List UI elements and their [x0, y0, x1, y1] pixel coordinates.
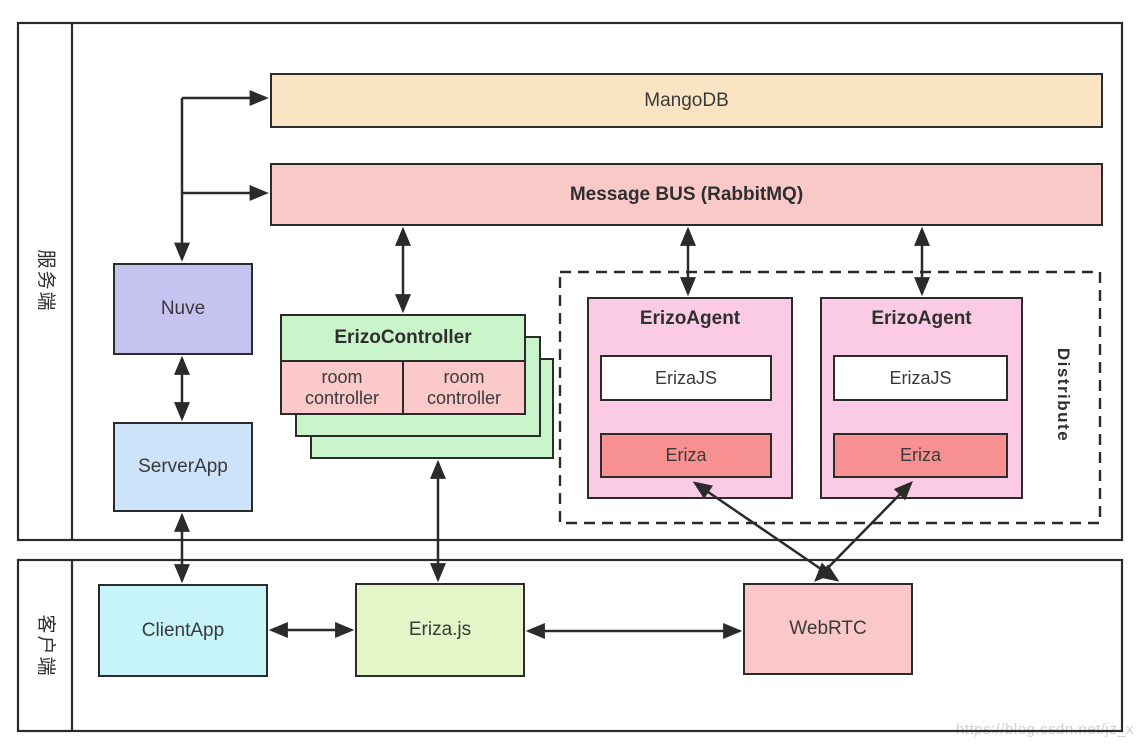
- watermark-text: https://blog.csdn.net/jz_x: [956, 721, 1135, 738]
- node-label-clientapp: ClientApp: [141, 619, 225, 641]
- node-label-webrtc: WebRTC: [789, 618, 867, 639]
- node-room-controller-2: room controller: [402, 362, 524, 413]
- node-label-mangodb: MangoDB: [644, 89, 729, 111]
- node-label-erizajs-1: ErizaJS: [654, 367, 717, 388]
- node-erizajs-2: ErizaJS: [833, 355, 1008, 401]
- node-erizajs-1: ErizaJS: [600, 355, 772, 401]
- node-label-eriza-1: Eriza: [665, 445, 707, 465]
- node-label-erizajs-client: Eriza.js: [408, 619, 472, 640]
- server-section-label: 服务端: [35, 249, 56, 313]
- node-eriza-1: Eriza: [600, 433, 772, 478]
- node-label-erizocontroller: ErizoController: [334, 327, 472, 348]
- node-message-bus: Message BUS (RabbitMQ): [270, 163, 1103, 226]
- node-label-eriza-2: Eriza: [899, 445, 941, 465]
- node-erizocontroller: ErizoController room controller room con…: [280, 314, 526, 415]
- node-label-serverapp: ServerApp: [138, 456, 228, 477]
- node-webrtc: WebRTC: [743, 583, 913, 675]
- node-label-erizoagent-1: ErizoAgent: [639, 308, 741, 329]
- node-nuve: Nuve: [113, 263, 253, 355]
- node-eriza-2: Eriza: [833, 433, 1008, 478]
- node-label-nuve: Nuve: [160, 298, 206, 319]
- node-label-message-bus: Message BUS (RabbitMQ): [569, 183, 804, 205]
- node-label-room-controller-1: room controller: [304, 366, 380, 408]
- node-serverapp: ServerApp: [113, 422, 253, 512]
- node-label-erizoagent-2: ErizoAgent: [871, 308, 972, 329]
- client-section-label: 客户端: [35, 614, 56, 678]
- node-label-room-controller-2: room controller: [426, 366, 502, 408]
- node-clientapp: ClientApp: [98, 584, 268, 677]
- node-erizajs-client: Eriza.js: [355, 583, 525, 677]
- node-mangodb: MangoDB: [270, 73, 1103, 128]
- distribute-label: Distribute: [1054, 347, 1073, 443]
- node-room-controller-1: room controller: [282, 362, 402, 413]
- erizocontroller-header: ErizoController: [282, 316, 524, 362]
- room-controller-row: room controller room controller: [282, 362, 524, 413]
- node-label-erizajs-2: ErizaJS: [889, 367, 952, 388]
